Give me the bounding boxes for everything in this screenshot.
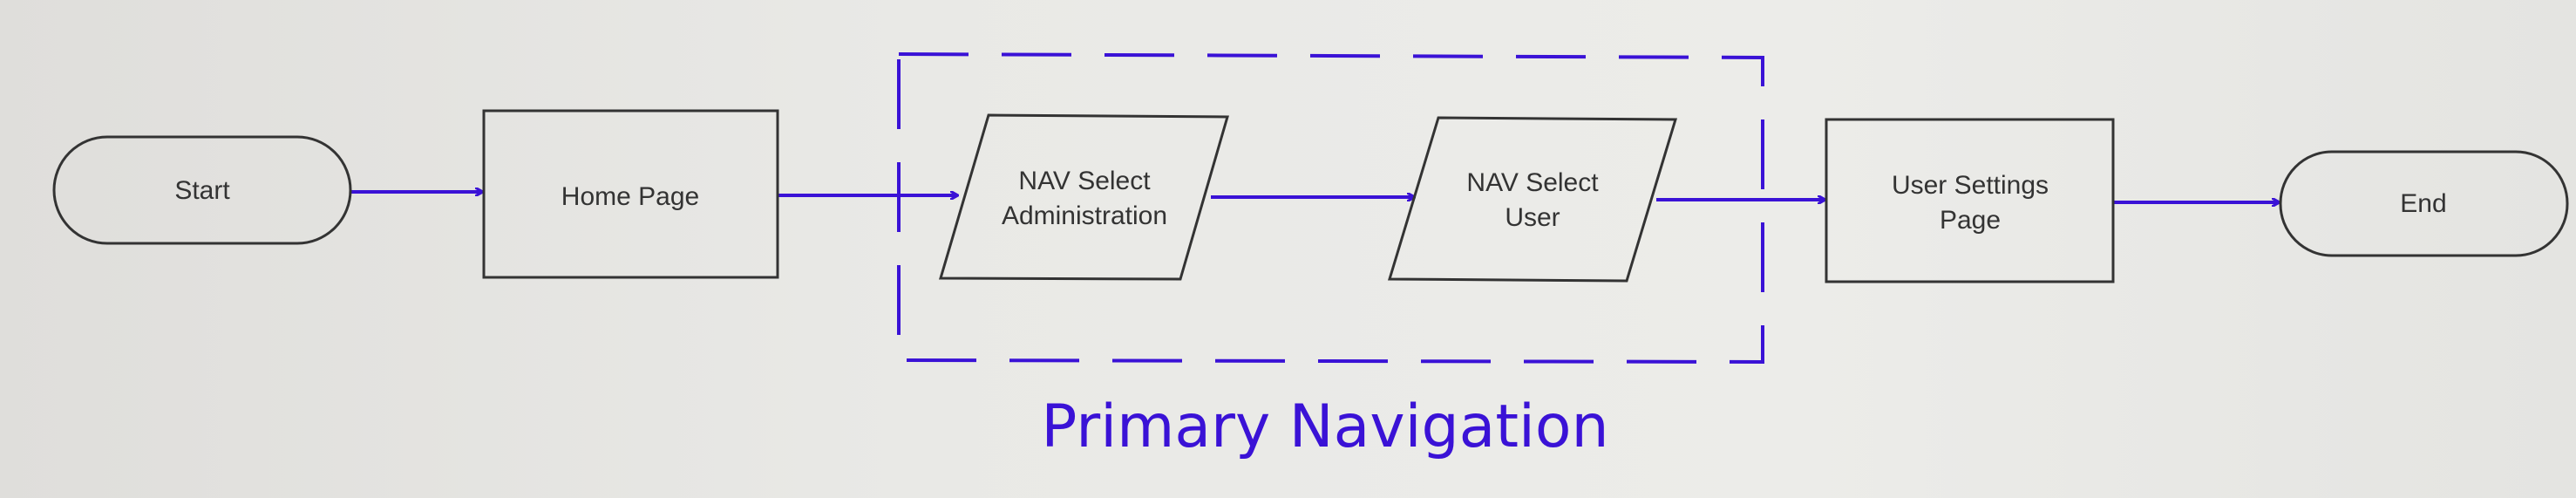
user-settings-label-line2: Page [1940, 206, 2001, 235]
user-settings-label-line1: User Settings [1892, 171, 2049, 200]
node-end[interactable]: End [2279, 150, 2569, 257]
user-settings-process-shape [1825, 118, 2115, 283]
nav-admin-parallelogram-shape [938, 113, 1229, 281]
primary-navigation-title: Primary Navigation [1041, 392, 1608, 461]
start-label: Start [174, 176, 230, 205]
nav-admin-label-line1: NAV Select [1018, 167, 1151, 195]
nav-user-label-line1: NAV Select [1466, 168, 1599, 197]
home-page-process-shape [482, 109, 779, 279]
node-nav-select-administration[interactable]: NAV Select Administration [938, 113, 1229, 281]
end-label: End [2400, 189, 2446, 218]
home-page-label: Home Page [561, 182, 699, 211]
node-user-settings-page[interactable]: User Settings Page [1825, 118, 2115, 283]
node-home-page[interactable]: Home Page [482, 109, 779, 279]
start-terminator-shape [52, 135, 352, 245]
node-nav-select-user[interactable]: NAV Select User [1387, 116, 1678, 283]
primary-navigation-group-border [897, 51, 1764, 365]
end-terminator-shape [2279, 150, 2569, 257]
nav-user-label-line2: User [1505, 203, 1560, 232]
nav-admin-label-line2: Administration [1002, 201, 1167, 230]
nav-user-parallelogram-shape [1387, 116, 1678, 283]
node-start[interactable]: Start [52, 135, 352, 245]
